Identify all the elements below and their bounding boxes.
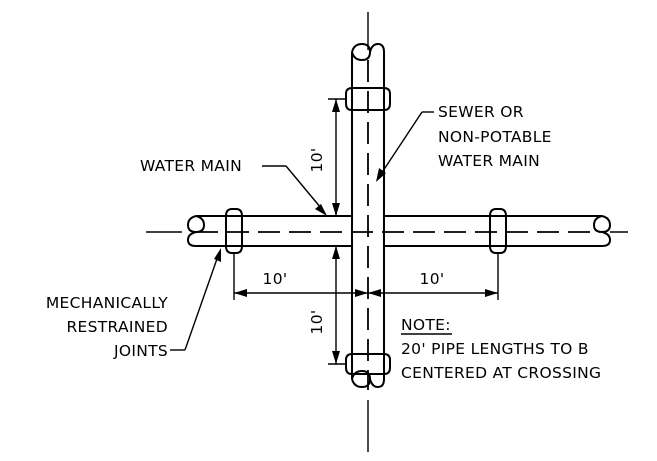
sewer-bottom-joint — [345, 353, 391, 375]
sewer-label-line3: WATER MAIN — [438, 152, 540, 170]
water-main-leader — [262, 165, 327, 216]
restrained-joints-label: MECHANICALLY RESTRAINED JOINTS — [46, 294, 168, 360]
sewer-label: SEWER OR NON-POTABLE WATER MAIN — [438, 103, 552, 170]
dimension-vertical-bottom-text: 10' — [308, 310, 326, 335]
dimension-horizontal-left: 10' — [233, 253, 368, 300]
sewer-leader — [376, 111, 434, 182]
restrained-label-line3: JOINTS — [113, 342, 168, 360]
dimension-vertical-top: 10' — [308, 98, 346, 216]
dimension-horizontal-left-text: 10' — [263, 270, 288, 288]
note-block: NOTE: 20' PIPE LENGTHS TO B CENTERED AT … — [401, 316, 601, 382]
sewer-label-line1: SEWER OR — [438, 103, 524, 121]
dimension-horizontal-right-text: 10' — [420, 270, 445, 288]
dimension-vertical-top-text: 10' — [308, 148, 326, 173]
dimension-vertical-bottom: 10' — [308, 246, 346, 365]
restrained-label-line2: RESTRAINED — [66, 318, 168, 336]
water-main-left-joint — [225, 208, 243, 254]
note-line2: CENTERED AT CROSSING — [401, 364, 601, 382]
water-main-label: WATER MAIN — [140, 157, 242, 175]
water-main-pipe — [146, 208, 628, 254]
water-main-right-joint — [489, 208, 507, 254]
note-heading: NOTE: — [401, 316, 451, 334]
restrained-joints-leader — [170, 248, 221, 351]
sewer-top-joint — [345, 87, 391, 111]
dimension-horizontal-right: 10' — [368, 253, 499, 300]
sewer-label-line2: NON-POTABLE — [438, 128, 552, 146]
note-line1: 20' PIPE LENGTHS TO B — [401, 340, 589, 358]
restrained-label-line1: MECHANICALLY — [46, 294, 168, 312]
